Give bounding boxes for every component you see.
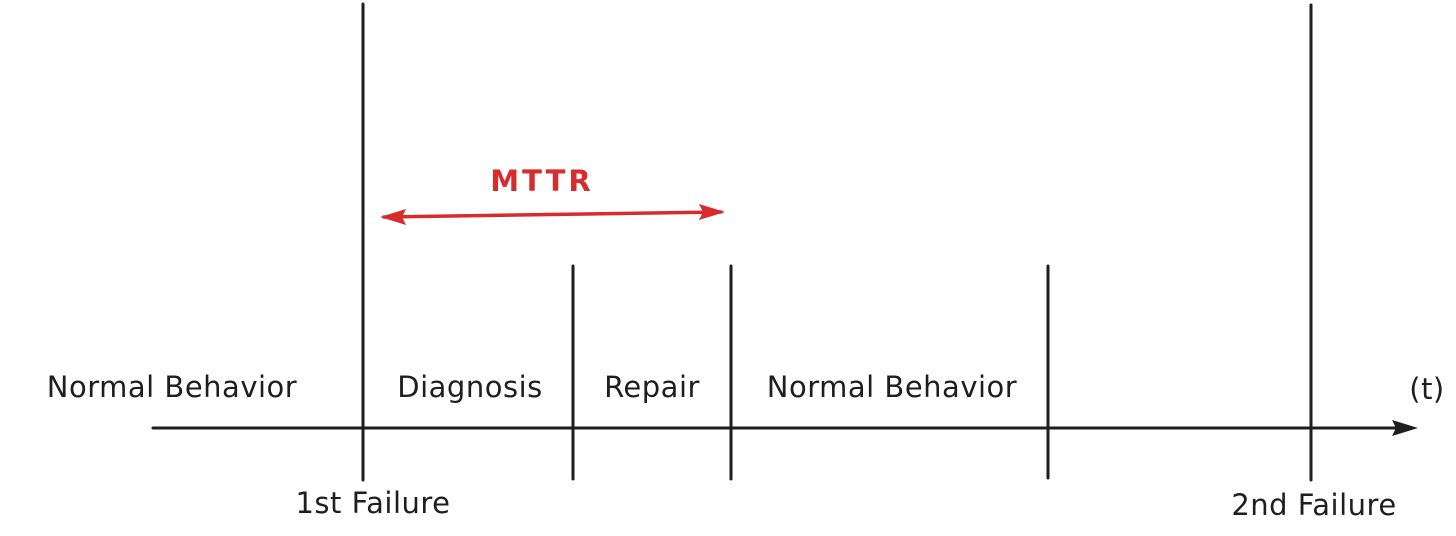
segment-label-normal-behavior-2: Normal Behavior [766,370,1018,404]
event-label-second-failure: 2nd Failure [1231,488,1397,522]
segment-label-repair: Repair [604,370,700,404]
segment-label-normal-behavior-1: Normal Behavior [46,370,298,404]
mttr-arrow-line [382,210,723,219]
axis-label-t: (t) [1409,372,1445,406]
time-axis-arrowhead [1392,420,1418,436]
mttr-label: MTTR [490,164,594,198]
mttr-arrowhead-left [380,209,406,225]
event-label-first-failure: 1st Failure [295,486,451,520]
mttr-arrowhead-right [699,204,725,220]
segment-label-diagnosis: Diagnosis [397,370,543,404]
